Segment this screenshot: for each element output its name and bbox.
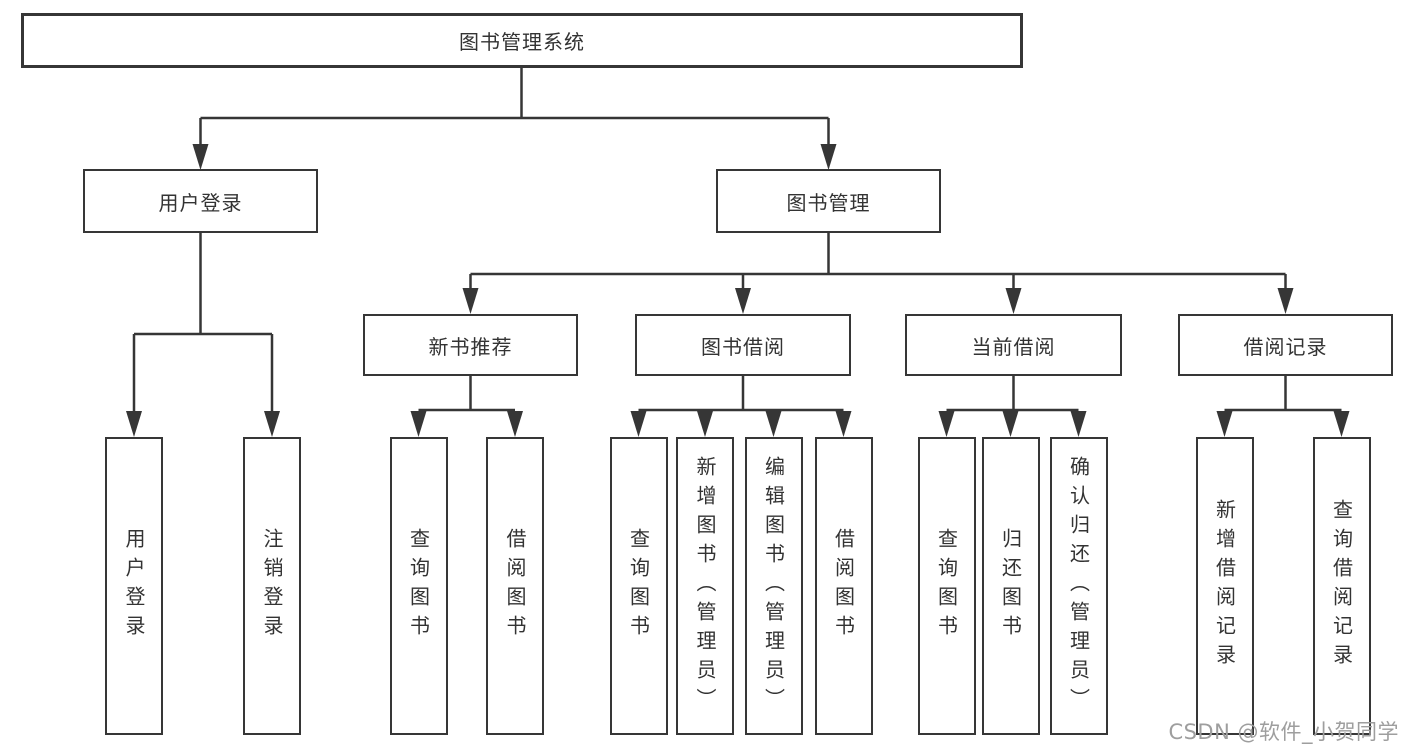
node-borrowing-records: 借阅记录	[1178, 314, 1393, 376]
node-confirm-return-admin: 确认归还（管理员）	[1049, 437, 1108, 735]
node-label: 查询借阅记录	[1329, 499, 1354, 673]
node-label: 借阅图书	[831, 528, 856, 644]
arrowheads	[126, 144, 1350, 437]
node-label: 新书推荐	[428, 334, 513, 359]
node-label: 归还图书	[998, 528, 1023, 644]
node-new-book-recommendation: 新书推荐	[363, 314, 578, 376]
node-label: 用户登录	[158, 190, 243, 215]
node-book-borrowing: 图书借阅	[635, 314, 851, 376]
node-add-books-admin: 新增图书（管理员）	[676, 437, 734, 735]
node-edit-books-admin: 编辑图书（管理员）	[744, 437, 803, 735]
node-library-management-system: 图书管理系统	[21, 13, 1023, 68]
node-label: 确认归还（管理员）	[1066, 455, 1091, 717]
node-label: 查询图书	[934, 528, 959, 644]
node-label: 图书借阅	[701, 334, 785, 359]
node-query-books-recommend: 查询图书	[389, 437, 448, 735]
node-user-login-leaf: 用户登录	[105, 437, 163, 735]
node-query-books-current: 查询图书	[917, 437, 976, 735]
node-user-login: 用户登录	[83, 169, 318, 233]
node-return-books: 归还图书	[981, 437, 1040, 735]
node-current-borrowing: 当前借阅	[905, 314, 1122, 376]
node-label: 图书管理	[786, 190, 871, 215]
csdn-watermark: CSDN @软件_小贺同学	[1168, 720, 1399, 744]
node-label: 编辑图书（管理员）	[761, 455, 786, 717]
node-label: 图书管理系统	[459, 30, 585, 54]
node-label: 借阅记录	[1243, 334, 1328, 359]
node-borrow-books-recommend: 借阅图书	[486, 437, 544, 735]
node-label: 查询图书	[626, 528, 651, 644]
node-label: 注销登录	[260, 528, 284, 644]
node-add-borrow-record: 新增借阅记录	[1195, 437, 1254, 735]
node-borrow-books-borrowing: 借阅图书	[814, 437, 873, 735]
node-label: 当前借阅	[971, 334, 1056, 359]
node-query-borrow-record: 查询借阅记录	[1312, 437, 1371, 735]
node-book-management: 图书管理	[716, 169, 941, 233]
node-label: 借阅图书	[503, 528, 527, 644]
node-label: 用户登录	[122, 528, 146, 644]
node-label: 新增借阅记录	[1212, 499, 1237, 673]
node-label: 新增图书（管理员）	[693, 455, 717, 717]
node-logout: 注销登录	[243, 437, 301, 735]
node-query-books-borrowing: 查询图书	[609, 437, 668, 735]
node-label: 查询图书	[406, 528, 431, 644]
